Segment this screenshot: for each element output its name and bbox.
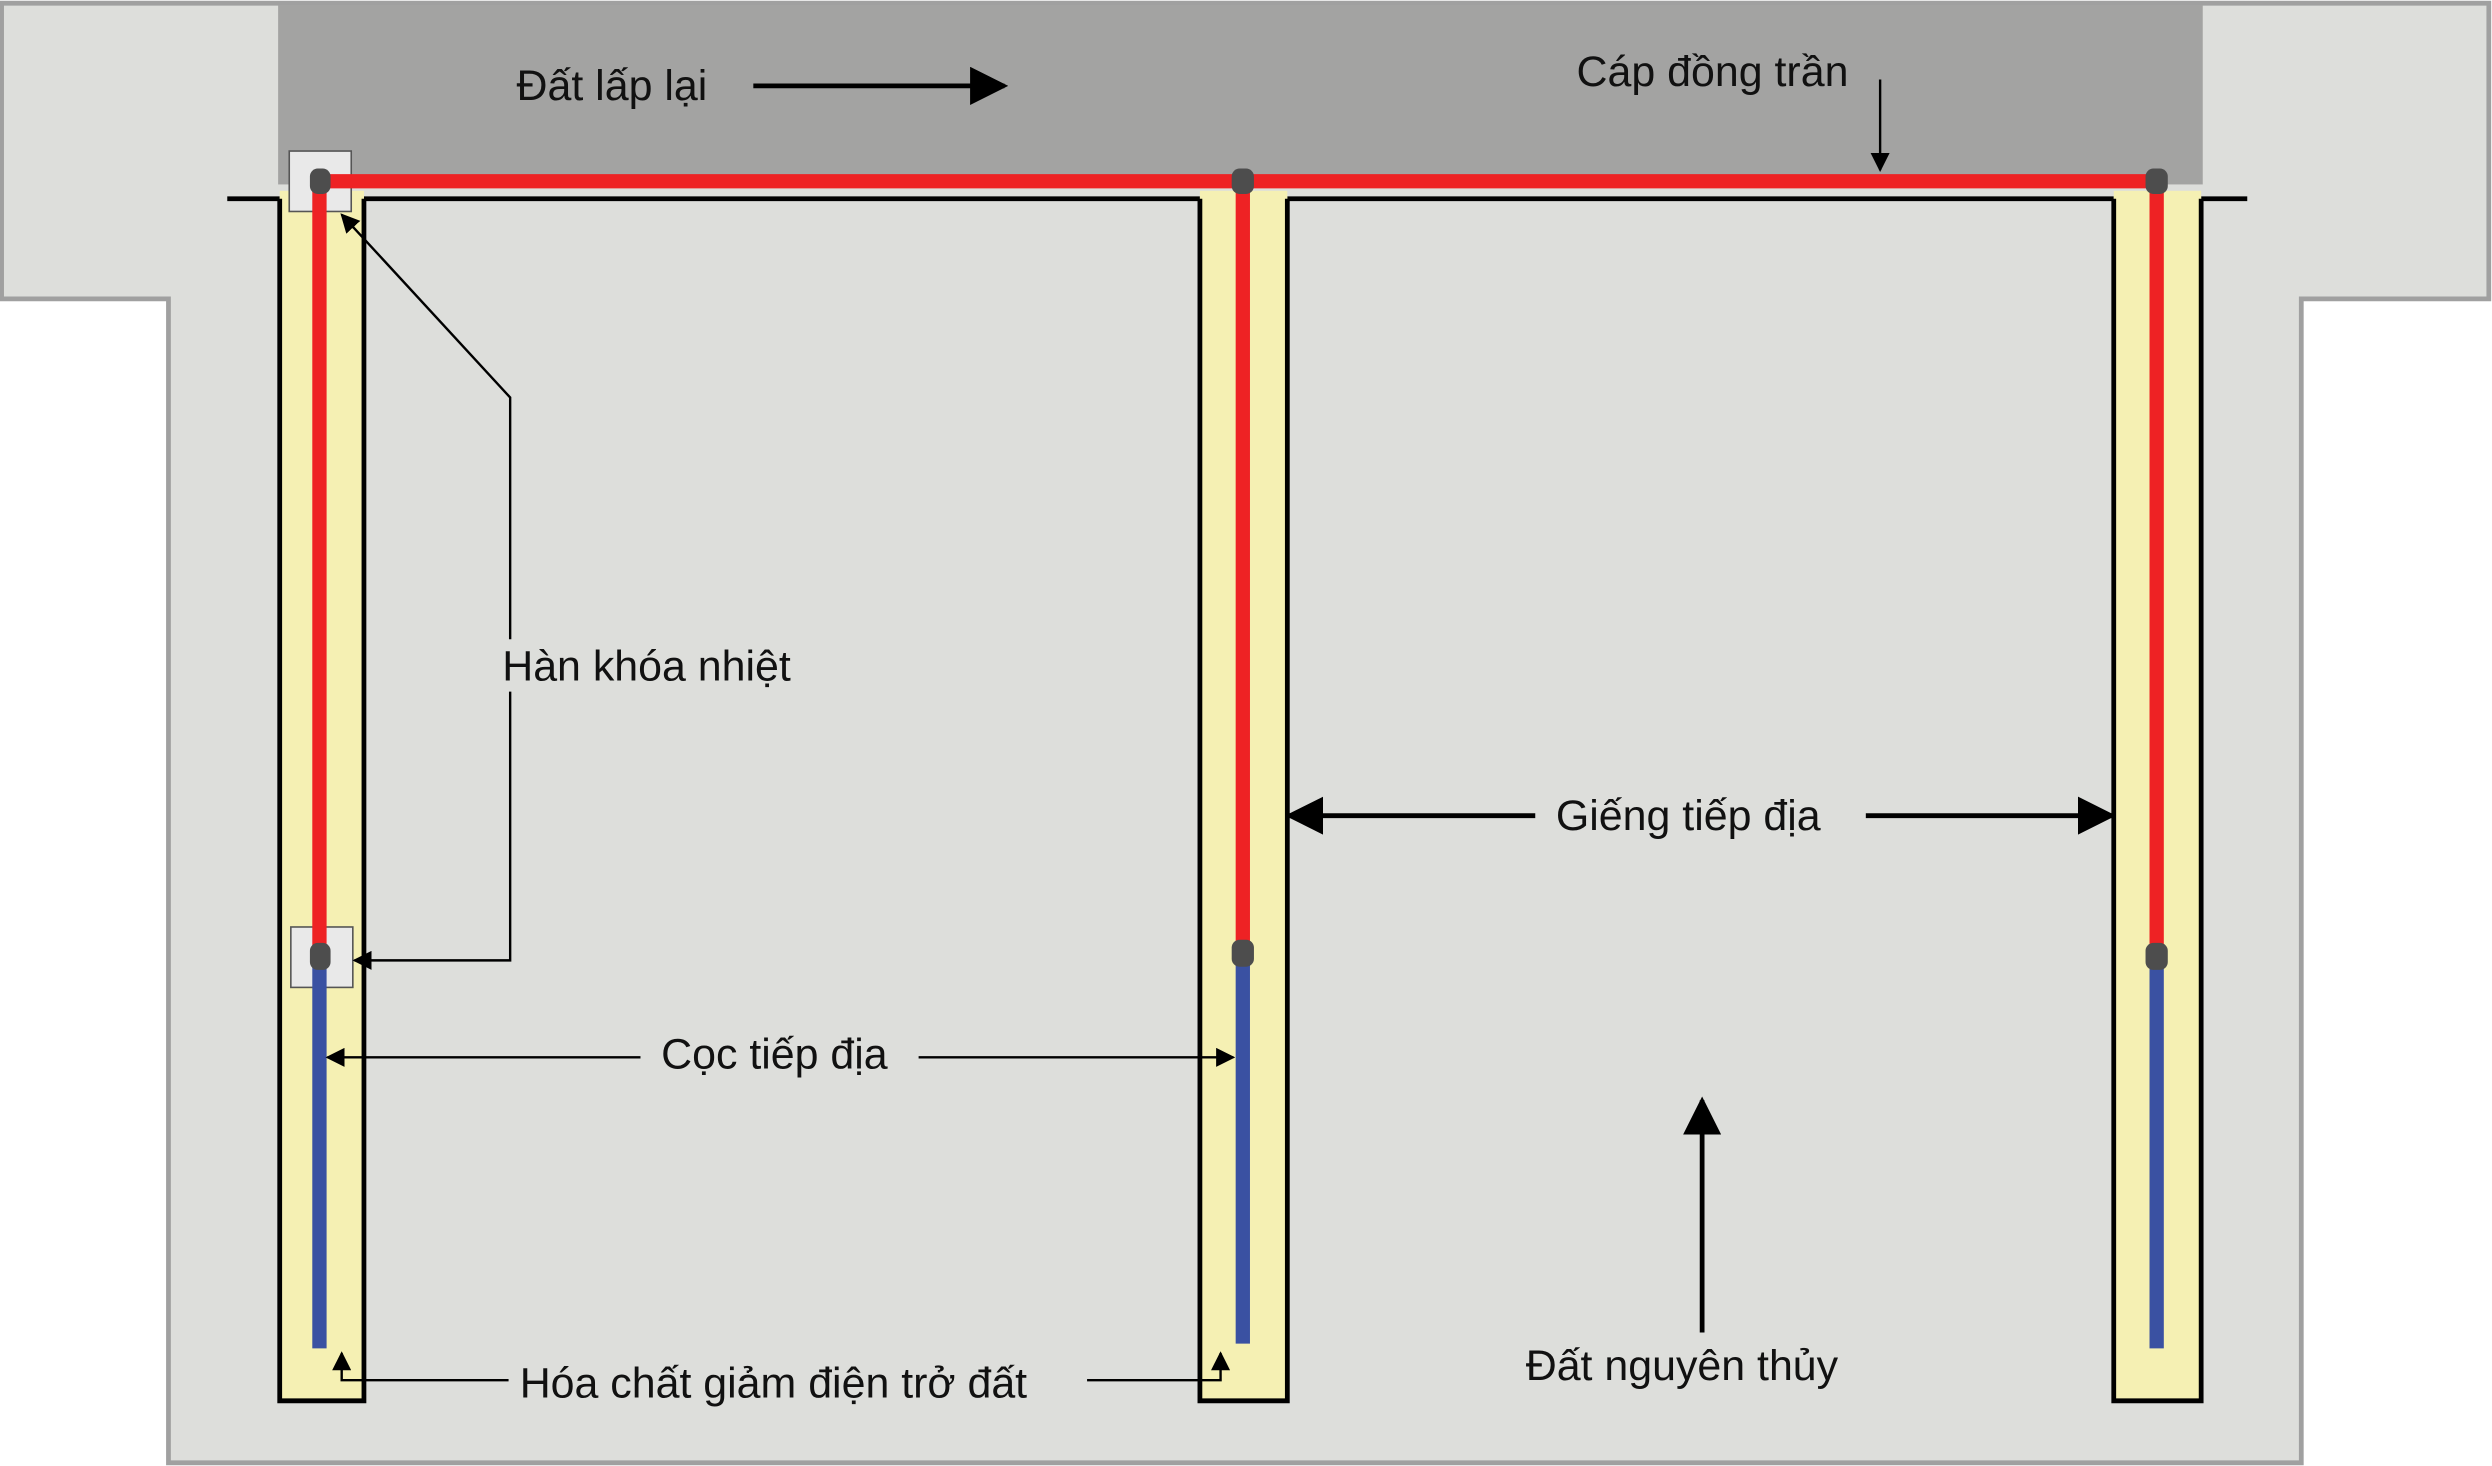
- label-grounding-rod: Cọc tiếp địa: [661, 1030, 888, 1078]
- well-left-outline: [277, 198, 367, 1404]
- chemical-pointer-left: [332, 1351, 509, 1382]
- label-backfill: Đất lấp lại: [517, 62, 708, 110]
- label-exothermic-weld: Hàn khóa nhiệt: [502, 643, 791, 691]
- label-resistance-chemical: Hóa chất giảm điện trở đất: [520, 1360, 1027, 1408]
- weld-connectors: [309, 168, 2168, 970]
- label-native-soil: Đất nguyên thủy: [1526, 1342, 1839, 1390]
- chemical-pointer-right: [1087, 1351, 1231, 1382]
- grounding-rods: [312, 954, 2164, 1349]
- label-bare-copper-cable: Cáp đồng trần: [1577, 48, 1849, 96]
- label-grounding-well: Giếng tiếp địa: [1556, 792, 1821, 840]
- weld-pointer-bottom: [352, 691, 512, 970]
- weld-pointer-top: [340, 213, 512, 640]
